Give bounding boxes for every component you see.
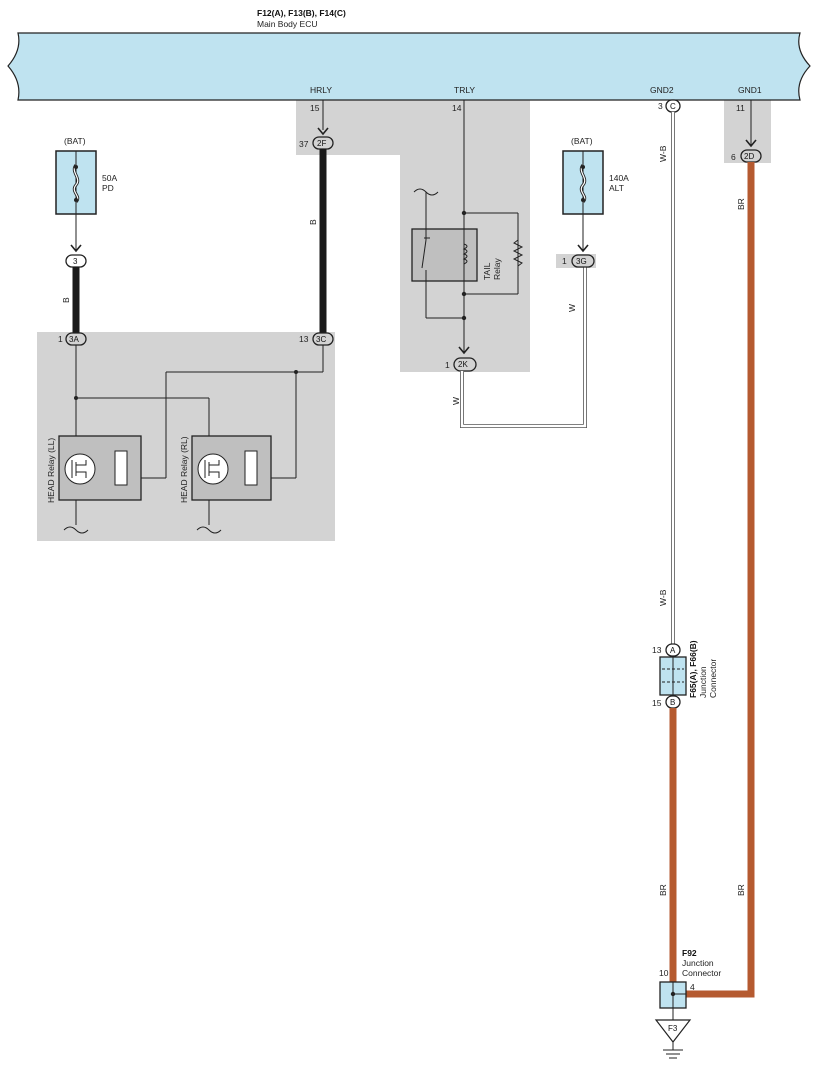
tail-relay bbox=[411, 228, 478, 282]
connector-3-code: 3 bbox=[73, 257, 78, 266]
arrow-2k bbox=[458, 346, 470, 355]
wire-color-b-2: B bbox=[308, 219, 318, 225]
arrow-2d bbox=[745, 139, 757, 148]
arrow-2f bbox=[317, 127, 329, 136]
terminal-trly-pin: 14 bbox=[452, 103, 462, 113]
junction-f92-pin-right: 4 bbox=[690, 982, 695, 992]
terminal-hrly-pin: 15 bbox=[310, 103, 320, 113]
wire-color-w-2: W bbox=[567, 304, 577, 312]
tail-relay-label-1: TAIL bbox=[482, 262, 492, 280]
terminal-trly-label: TRLY bbox=[454, 85, 475, 95]
connector-3g-code: 3G bbox=[576, 257, 587, 266]
wire-color-w-1: W bbox=[451, 397, 461, 405]
continuation-ll-icon bbox=[63, 526, 89, 534]
continuation-rl-icon bbox=[196, 526, 222, 534]
tail-relay-coil-icon bbox=[462, 243, 468, 265]
ground-f3-code: F3 bbox=[668, 1024, 678, 1033]
connector-2k bbox=[453, 357, 477, 372]
ecu-name: Main Body ECU bbox=[257, 19, 317, 29]
terminal-gnd2-pin: 3 bbox=[658, 101, 663, 111]
connector-a-pin: 13 bbox=[652, 645, 662, 655]
fuse-alt-rating: 140A bbox=[609, 173, 629, 183]
arrow-3g bbox=[577, 244, 589, 253]
head-relay-rl-transistor-icon bbox=[197, 453, 229, 485]
head-relay-ll-coil-icon bbox=[114, 450, 128, 486]
connector-a-code: A bbox=[670, 646, 676, 655]
fuse-alt-source: (BAT) bbox=[571, 136, 593, 146]
head-relay-rl-coil-icon bbox=[244, 450, 258, 486]
connector-3g bbox=[571, 254, 595, 268]
connector-3g-pin: 1 bbox=[562, 256, 567, 266]
connector-2d-pin: 6 bbox=[731, 152, 736, 162]
ground-f3 bbox=[654, 1019, 692, 1043]
fuse-pd-source: (BAT) bbox=[64, 136, 86, 146]
connector-3a-code: 3A bbox=[69, 335, 79, 344]
terminal-gnd2-label: GND2 bbox=[650, 85, 674, 95]
connector-a bbox=[665, 643, 681, 657]
junction-f92-line1: Junction bbox=[682, 958, 714, 968]
junction-f92-code: F92 bbox=[682, 948, 697, 958]
head-relay-ll-transistor-icon bbox=[64, 453, 96, 485]
wire-br-gnd1 bbox=[686, 162, 755, 998]
tail-relay-resistor-icon bbox=[512, 239, 524, 267]
main-body-ecu bbox=[7, 32, 811, 101]
junction-f92-pin-left: 10 bbox=[659, 968, 669, 978]
junction-f65-code: F65(A), F66(B) bbox=[688, 640, 698, 698]
connector-3c-pin: 13 bbox=[299, 334, 309, 344]
connector-2k-pin: 1 bbox=[445, 360, 450, 370]
ground-icon bbox=[663, 1042, 683, 1059]
connector-b-pin: 15 bbox=[652, 698, 662, 708]
fuse-pd-rating: 50A bbox=[102, 173, 117, 183]
head-relay-ll-label: HEAD Relay (LL) bbox=[46, 438, 56, 503]
connector-3c-code: 3C bbox=[316, 335, 326, 344]
fuse-alt-name: ALT bbox=[609, 183, 624, 193]
connector-b-code: B bbox=[670, 698, 675, 707]
junction-f65-line2: Connector bbox=[708, 659, 718, 698]
continuation-tail-icon bbox=[413, 188, 439, 196]
terminal-hrly-label: HRLY bbox=[310, 85, 332, 95]
terminal-gnd1-pin: 11 bbox=[736, 103, 745, 113]
wire-color-br-2: BR bbox=[658, 884, 668, 896]
terminal-gnd1-label: GND1 bbox=[738, 85, 762, 95]
wire-w bbox=[460, 267, 587, 428]
connector-2f-pin: 37 bbox=[299, 139, 309, 149]
head-relay-rl-label: HEAD Relay (RL) bbox=[179, 436, 189, 503]
connector-2d-code: 2D bbox=[744, 152, 754, 161]
connector-c-code: C bbox=[670, 102, 676, 111]
wire-color-wb-1: W-B bbox=[658, 145, 668, 162]
junction-f65-line1: Junction bbox=[698, 666, 708, 698]
wire-color-wb-2: W-B bbox=[658, 589, 668, 606]
wire-color-b-1: B bbox=[61, 297, 71, 303]
fuse-pd-name: PD bbox=[102, 183, 114, 193]
wire-color-br-3: BR bbox=[736, 884, 746, 896]
ecu-codes: F12(A), F13(B), F14(C) bbox=[257, 8, 346, 18]
wire-color-br-1: BR bbox=[736, 198, 746, 210]
connector-2k-code: 2K bbox=[458, 360, 468, 369]
junction-f92-line2: Connector bbox=[682, 968, 721, 978]
connector-3a-pin: 1 bbox=[58, 334, 63, 344]
tail-relay-label-2: Relay bbox=[492, 258, 502, 280]
connector-2f-code: 2F bbox=[317, 139, 326, 148]
arrow-3 bbox=[70, 244, 82, 253]
